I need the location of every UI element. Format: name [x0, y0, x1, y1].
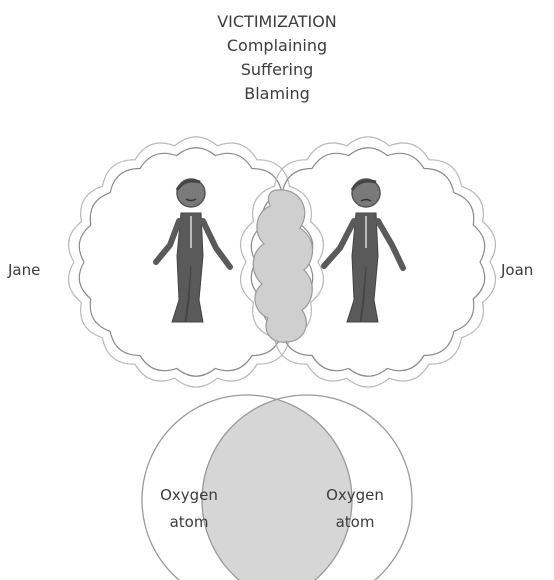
stick-figure-joan-icon	[321, 178, 406, 323]
oxygen-atom-left-label-1: Oxygen	[160, 486, 218, 504]
behavior-complaining: Complaining	[226, 36, 328, 55]
bubble-overlap-blob	[252, 189, 314, 343]
atom-overlap-fill	[202, 395, 352, 580]
oxygen-atom-left	[141, 394, 353, 580]
diagram-title: VICTIMIZATION	[217, 12, 337, 31]
oxygen-atom-right-label-1: Oxygen	[326, 486, 384, 504]
cloud-bubble-left-outer	[67, 136, 325, 388]
cloud-bubble-left-inner	[78, 147, 314, 377]
oxygen-atom-right	[201, 394, 413, 580]
behavior-blaming: Blaming	[244, 84, 310, 103]
oxygen-atom-left-label-2: atom	[170, 513, 209, 531]
cloud-bubble-left	[67, 136, 325, 388]
oxygen-venn: Oxygen atom Oxygen atom	[141, 394, 413, 580]
title-block: VICTIMIZATION Complaining Suffering Blam…	[0, 10, 554, 106]
behavior-suffering: Suffering	[240, 60, 314, 79]
stick-figure-jane-icon	[153, 178, 233, 323]
person-label-jane: Jane	[8, 261, 41, 279]
oxygen-atom-right-label-2: atom	[336, 513, 375, 531]
cloud-bubble-right-outer	[239, 136, 497, 388]
person-label-joan: Joan	[501, 261, 534, 279]
